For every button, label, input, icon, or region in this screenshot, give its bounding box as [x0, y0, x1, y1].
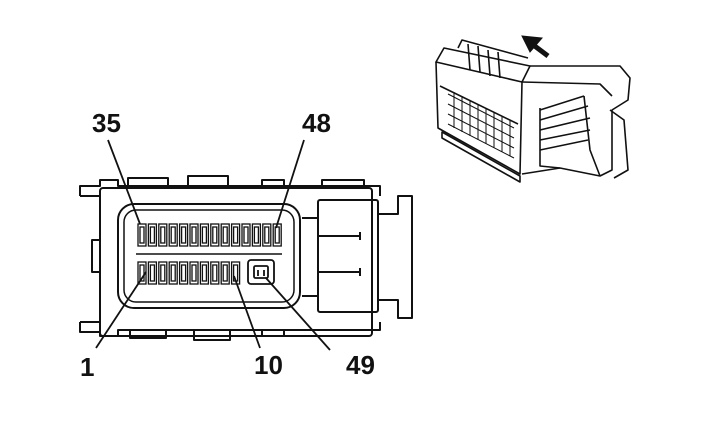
pin-cavity-inner: [139, 264, 145, 282]
pin-cavity: [262, 223, 272, 247]
pin-cavity: [251, 223, 262, 247]
pin-cavity-inner: [170, 226, 176, 244]
pin-cavity: [230, 261, 241, 285]
pin-cavity-inner: [201, 226, 208, 244]
pin-cavity: [199, 223, 210, 247]
pin-cavity: [178, 223, 189, 247]
pin-cavity-inner: [274, 226, 280, 244]
pin-cavity: [158, 223, 168, 247]
upper-pin-row: [137, 223, 282, 247]
pin-cavity: [178, 261, 189, 285]
pin-cavity: [220, 261, 230, 285]
pin-cavity: [210, 223, 220, 247]
leader-pin-49: [265, 277, 331, 351]
pin-cavity-inner: [149, 226, 156, 244]
pin-cavity: [210, 261, 220, 285]
pin-cavity: [230, 223, 241, 247]
pin-cavity-inner: [264, 226, 270, 244]
pin-cavity: [168, 261, 178, 285]
label-pin-48: 48: [302, 108, 331, 138]
pin-cavity-inner: [253, 226, 260, 244]
pin-cavity-inner: [222, 264, 228, 282]
leader-pin-35: [107, 139, 141, 225]
pin-cavity-inner: [180, 226, 187, 244]
pin-cavity: [147, 261, 158, 285]
label-pin-10: 10: [254, 350, 283, 380]
pin-cavity: [189, 223, 199, 247]
pin-cavity-inner: [139, 226, 145, 244]
leader-pin-1: [95, 271, 147, 349]
pin-cavity: [137, 223, 147, 247]
pin-cavity: [168, 223, 178, 247]
pin-cavity: [220, 223, 230, 247]
pin-cavity-inner: [160, 264, 166, 282]
pin-cavity: [147, 223, 158, 247]
leader-pin-48: [275, 139, 305, 229]
pin-cavity-inner: [222, 226, 228, 244]
pin-cavity-inner: [160, 226, 166, 244]
arrow-up-left-icon: [521, 35, 550, 58]
pin-cavity-inner: [243, 226, 249, 244]
label-pin-49: 49: [346, 350, 375, 380]
inner-cavity: [117, 203, 301, 309]
pin-cavity-inner: [212, 226, 218, 244]
housing-outline: [99, 187, 373, 337]
pin-cavity-inner: [232, 226, 239, 244]
pin-cavity-inner: [191, 226, 197, 244]
pin-49-contact: [247, 259, 275, 285]
lower-pin-row: [137, 261, 241, 285]
pin-cavity-inner: [201, 264, 208, 282]
pin-cavity-inner: [170, 264, 176, 282]
pin-cavity-inner: [212, 264, 218, 282]
leader-lines: [95, 139, 331, 351]
leader-pin-10: [233, 275, 261, 349]
pin-cavity: [199, 261, 210, 285]
label-pin-1: 1: [80, 352, 95, 382]
pin-cavity: [189, 261, 199, 285]
connector-isometric-view: [435, 39, 631, 183]
pin-cavity: [241, 223, 251, 247]
pin-cavity-inner: [149, 264, 156, 282]
pin-cavity-inner: [191, 264, 197, 282]
pin-cavity-inner: [180, 264, 187, 282]
label-pin-35: 35: [92, 108, 121, 138]
pin-cavity: [158, 261, 168, 285]
